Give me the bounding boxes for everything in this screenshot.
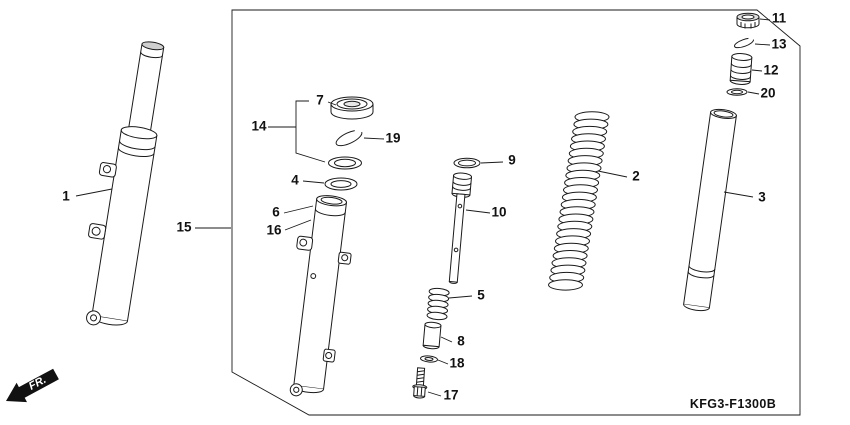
stopper-ring — [335, 129, 363, 147]
fork-tube — [683, 108, 737, 312]
spring-seat-washer — [726, 88, 748, 96]
callout-2: 2 — [632, 169, 640, 184]
fr-arrow-icon — [6, 368, 59, 403]
leader-line — [302, 180, 325, 184]
leader-line — [759, 18, 771, 21]
callout-9: 9 — [508, 153, 516, 168]
seal-seat-ring — [328, 156, 362, 170]
callout-17: 17 — [443, 388, 458, 403]
leader-line — [363, 137, 385, 140]
oil-seal-ring — [324, 177, 358, 191]
fork-cap-bolt — [736, 12, 760, 29]
callout-15: 15 — [176, 220, 192, 235]
leader-line — [723, 191, 754, 198]
leader-line — [327, 101, 337, 106]
fr-direction-arrow: FR. — [6, 368, 59, 403]
callout-labels: 1 2 3 4 5 6 7 8 9 10 11 12 13 14 15 16 1… — [62, 11, 787, 403]
callout-20: 20 — [760, 86, 775, 101]
leader-lines — [75, 18, 771, 397]
spacer-collar — [729, 53, 753, 85]
socket-bolt — [412, 367, 428, 399]
leader-line — [597, 170, 628, 178]
callout-3: 3 — [758, 190, 766, 205]
callout-16: 16 — [266, 223, 282, 238]
leader-line — [75, 188, 113, 197]
callout-5: 5 — [477, 288, 485, 303]
leader-bracket-14 — [295, 100, 326, 163]
callout-6: 6 — [272, 205, 280, 220]
callout-14: 14 — [251, 119, 267, 134]
sealing-washer — [420, 355, 438, 363]
callout-4: 4 — [291, 173, 299, 188]
oil-lock-piece — [422, 321, 442, 350]
diagram-border — [231, 9, 801, 416]
front-fork-left-assembly — [86, 41, 165, 326]
rebound-spring — [426, 287, 450, 321]
leader-line — [284, 219, 312, 231]
fork-bottom-case — [289, 195, 352, 397]
callout-12: 12 — [763, 63, 778, 78]
diagram-code: KFG3-F1300B — [690, 397, 776, 411]
cap-stopper-ring — [734, 37, 754, 49]
leader-line — [747, 91, 760, 95]
leader-line — [283, 205, 314, 214]
callout-7: 7 — [316, 93, 324, 108]
leader-line — [427, 391, 442, 397]
leader-line — [480, 161, 504, 164]
back-up-ring — [453, 157, 481, 169]
leader-line — [751, 69, 763, 72]
leader-line — [465, 209, 491, 214]
leader-line — [440, 336, 453, 343]
leader-line — [437, 359, 449, 365]
callout-19: 19 — [385, 131, 400, 146]
callout-11: 11 — [772, 11, 787, 26]
fork-main-spring — [548, 111, 610, 291]
fork-seal-cap-icon — [330, 96, 374, 120]
callout-1: 1 — [62, 189, 70, 204]
callout-13: 13 — [771, 37, 787, 52]
leader-line — [448, 295, 473, 299]
callout-10: 10 — [491, 205, 506, 220]
damper-rod — [448, 172, 473, 284]
callout-8: 8 — [457, 334, 465, 349]
callout-18: 18 — [449, 356, 465, 371]
leader-line — [754, 43, 771, 46]
